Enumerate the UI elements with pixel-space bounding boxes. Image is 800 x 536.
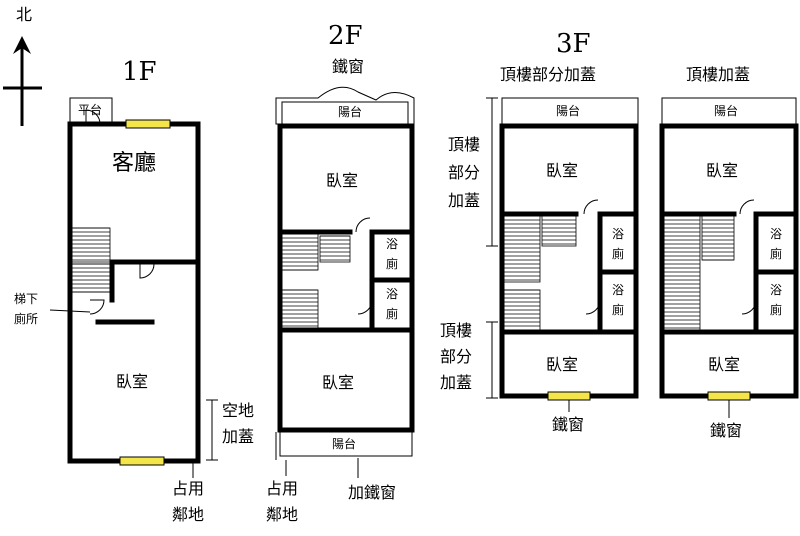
f3-side-note-top: 頂樓 部分 加蓋 xyxy=(448,135,485,210)
f2-top-balcony-label: 陽台 xyxy=(338,104,362,119)
f4-walls xyxy=(659,123,799,399)
f3-side-note-bottom: 頂樓 部分 加蓋 xyxy=(440,321,477,392)
f4-bedroom-top-label: 臥室 xyxy=(706,161,738,180)
f4-stairs xyxy=(663,215,735,331)
f3-bathroom-2-label: 浴 廁 xyxy=(612,283,628,317)
f4-bathroom-1-label: 浴 廁 xyxy=(770,227,786,261)
f1-empty-land-bracket xyxy=(206,399,218,461)
f2-iron-window-top-label: 鐵窗 xyxy=(332,57,364,76)
f1-empty-land-label: 空地 加蓋 xyxy=(222,401,259,446)
f2-bathroom-2-label: 浴 廁 xyxy=(386,287,402,321)
f3-title: 3F xyxy=(556,29,591,59)
f4-bottom-window xyxy=(707,391,751,401)
f2-top-balcony-outline xyxy=(275,86,415,125)
stair-frame xyxy=(503,215,541,283)
f3-walls xyxy=(499,123,639,399)
stair-frame xyxy=(541,215,577,247)
f3-rooftop-partial-label: 頂樓部分加蓋 xyxy=(500,65,596,84)
stair-frame xyxy=(71,263,111,293)
f1-stairs xyxy=(71,227,111,293)
f3-bedroom-bottom-label: 臥室 xyxy=(546,355,578,374)
f2-bottom-balcony xyxy=(279,431,413,457)
f3-top-balcony-label: 陽台 xyxy=(556,103,580,118)
f2-walls xyxy=(277,123,415,433)
f3-side-bracket-top xyxy=(486,97,498,247)
f2-top-door xyxy=(355,217,371,233)
f2-title: 2F xyxy=(328,21,363,51)
stair-frame xyxy=(503,289,541,331)
f2-bathroom-1-label: 浴 廁 xyxy=(386,237,402,271)
f4-iron-window-label: 鐵窗 xyxy=(710,421,742,440)
f1-terrace-label: 平台 xyxy=(78,102,102,117)
f3-iron-window-label: 鐵窗 xyxy=(552,415,584,434)
f4-top-door xyxy=(739,199,755,215)
f2-bedroom-top-label: 臥室 xyxy=(326,171,358,190)
north-label: 北 xyxy=(16,5,32,24)
f4-bedroom-bottom-label: 臥室 xyxy=(708,355,740,374)
f3-bedroom-top-label: 臥室 xyxy=(546,161,578,180)
f1-bottom-window xyxy=(119,456,165,466)
f1-under-stairs-toilet-label: 梯下 廁所 xyxy=(14,292,42,326)
f2-bottom-balcony-label: 陽台 xyxy=(332,436,356,451)
f1-top-window xyxy=(125,119,171,129)
stair-frame xyxy=(281,233,319,271)
f3-bottom-window xyxy=(547,391,591,401)
f4-bath-door xyxy=(741,299,757,315)
stair-frame xyxy=(71,227,111,263)
f1-toilet-door xyxy=(89,299,105,315)
stair-frame xyxy=(319,235,351,263)
f1-bedroom-label: 臥室 xyxy=(116,372,148,391)
stair-frame xyxy=(663,215,701,331)
f3-top-door xyxy=(583,199,599,215)
f3-side-bracket-bottom xyxy=(486,321,498,399)
f3-bathroom-1-label: 浴 廁 xyxy=(612,227,628,261)
f4-top-balcony-label: 陽台 xyxy=(714,103,738,118)
f2-bedroom-bottom-label: 臥室 xyxy=(322,373,354,392)
f2-bath-door xyxy=(357,299,373,315)
f2-stairs xyxy=(281,233,351,329)
f4-title: 頂樓加蓋 xyxy=(686,65,750,84)
f1-bedroom-door xyxy=(139,262,155,279)
f1-living-room-label: 客廳 xyxy=(112,151,156,176)
f2-occupied-neighbor-label: 占用 鄰地 xyxy=(266,479,303,524)
f3-bath-door xyxy=(585,299,601,315)
stair-frame xyxy=(701,215,735,261)
f2-added-iron-window-label: 加鐵窗 xyxy=(348,483,396,502)
stair-frame xyxy=(281,289,319,329)
f4-bathroom-2-label: 浴 廁 xyxy=(770,283,786,317)
f1-toilet-leader xyxy=(49,309,91,313)
f1-occupied-neighbor-label: 占用 鄰地 xyxy=(172,479,209,524)
north-arrow xyxy=(3,36,42,126)
f3-stairs xyxy=(503,215,577,331)
f1-title: 1F xyxy=(122,57,157,87)
